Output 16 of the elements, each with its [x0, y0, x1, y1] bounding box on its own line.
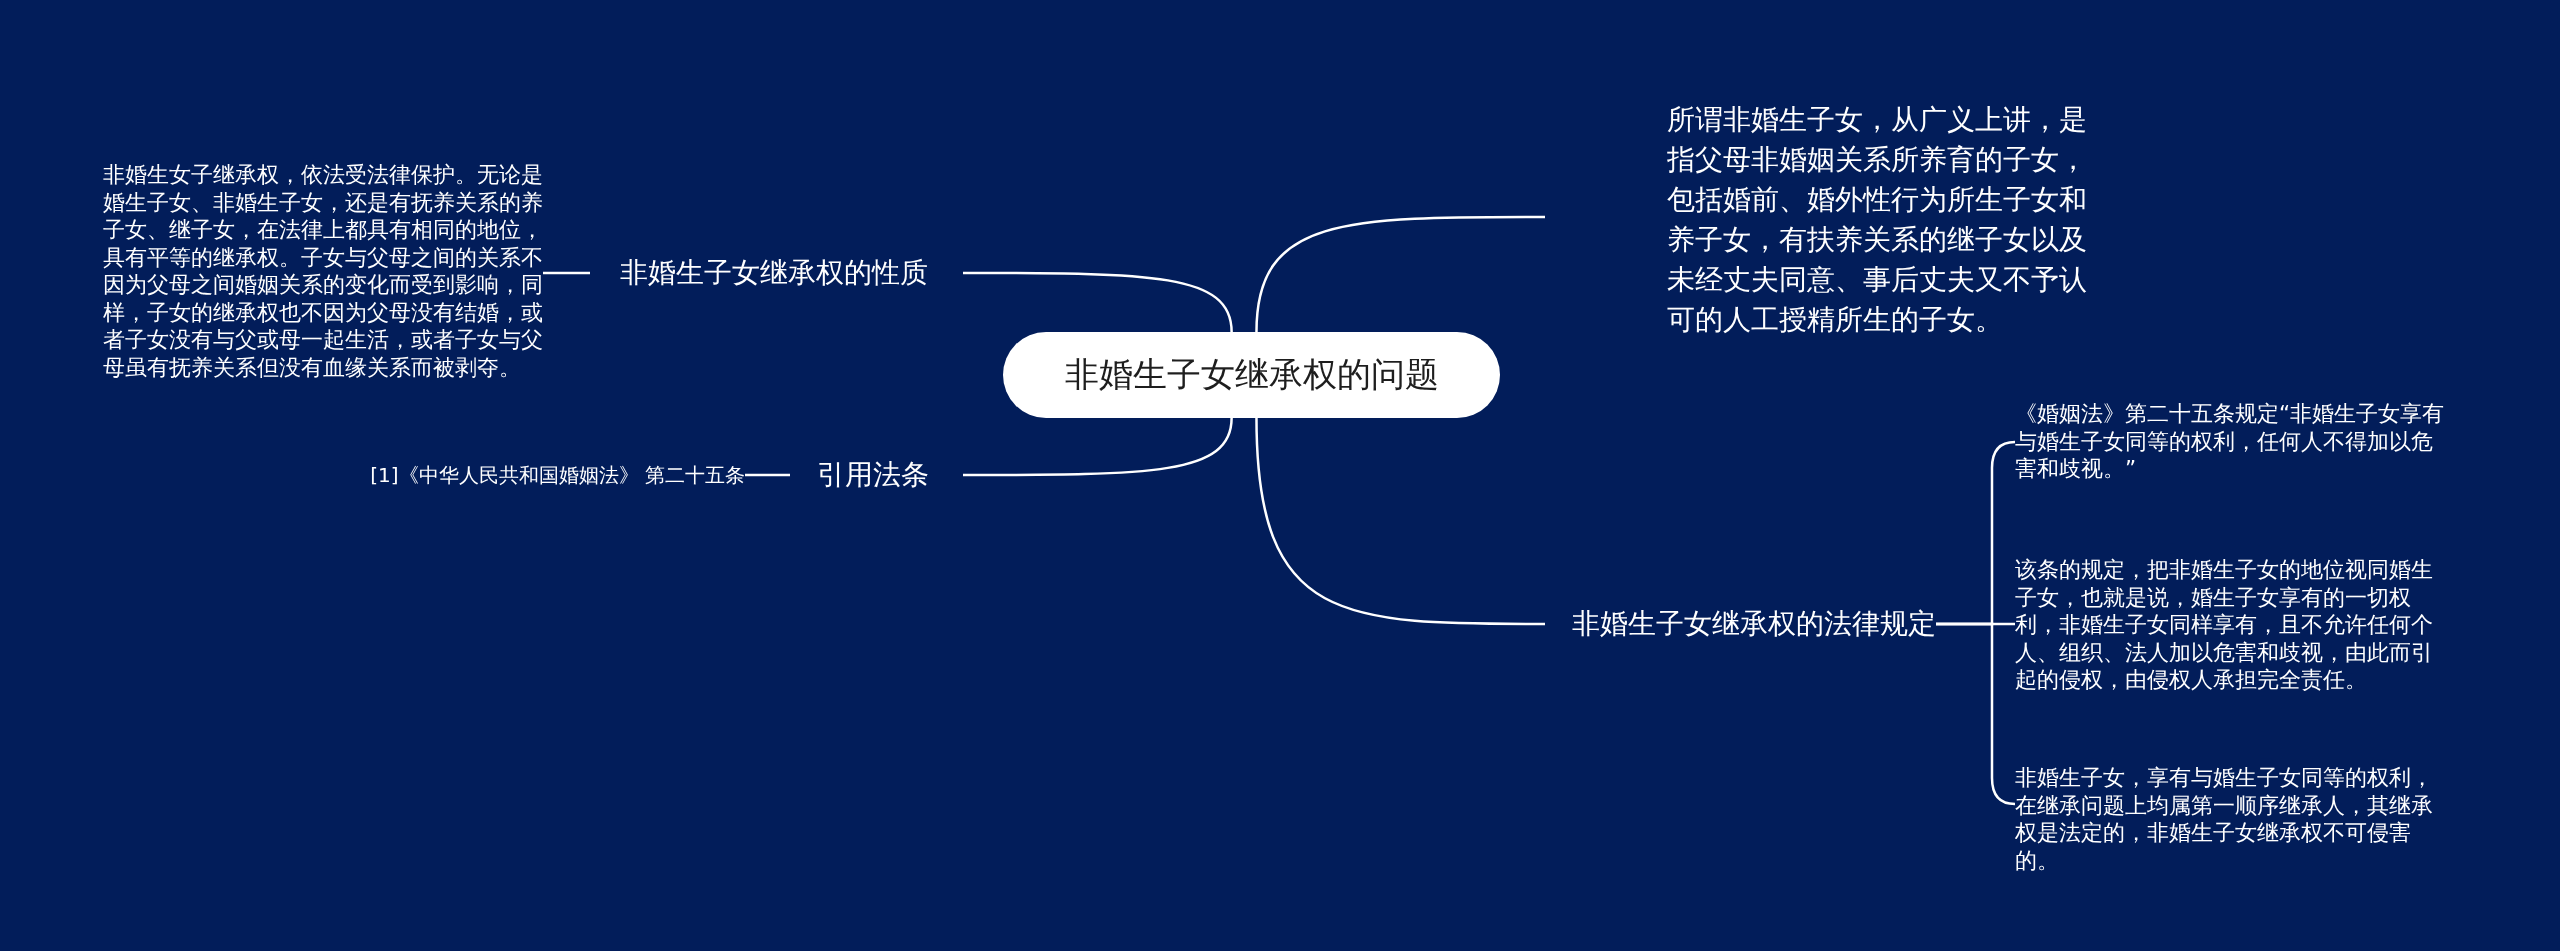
central-topic-text: 非婚生子女继承权的问题: [1064, 353, 1439, 396]
detail-text: 非婚生子女，享有与婚生子女同等的权利，在继承问题上均属第一顺序继承人，其继承权是法定的，非婚生子女继承权不可侵害的。: [2015, 764, 2434, 874]
branch-topic: 引用法条: [817, 457, 929, 493]
connector-line: [1255, 417, 1545, 626]
connector-line: [745, 473, 790, 477]
connector-line: [963, 271, 1233, 333]
branch-topic: 非婚生子女继承权的法律规定: [1572, 606, 1936, 642]
connector-line: [963, 417, 1233, 477]
branch-topic: 非婚生子女继承权的性质: [620, 255, 928, 291]
detail-text: 该条的规定，把非婚生子女的地位视同婚生子女，也就是说，婚生子女享有的一切权利，非婚生子女同样享有，且不允许任何个人、组织、法人加以危害和歧视，由此而引起的侵权，由侵权人承担完全责任。: [2015, 556, 2434, 694]
citation-text: [1]《中华人民共和国婚姻法》 第二十五条: [369, 462, 745, 488]
detail-text: 《婚姻法》第二十五条规定“非婚生子女享有与婚生子女同等的权利，任何人不得加以危害和歧视。”: [2015, 400, 2446, 483]
connector-line: [543, 271, 590, 275]
connector-line: [1255, 215, 1545, 333]
detail-text: 非婚生女子继承权，依法受法律保护。无论是婚生子女、非婚生子女，还是有抚养关系的养子女、继子女，在法律上都具有相同的地位，具有平等的继承权。子女与父母之间的关系不因为父母之间婚姻关系的变化而受到影响，同样，子女的继承权也不因为父母没有结婚，或者子女没有与父或母一起生活，或者子女与父母虽有抚养关系但没有血缘关系而被剥夺。: [103, 161, 543, 381]
branch-topic: 所谓非婚生子女，从广义上讲，是指父母非婚姻关系所养育的子女，包括婚前、婚外性行为所生子女和养子女，有扶养关系的继子女以及未经丈夫同意、事后丈夫又不予认可的人工授精所生的子女。: [1667, 102, 2088, 338]
